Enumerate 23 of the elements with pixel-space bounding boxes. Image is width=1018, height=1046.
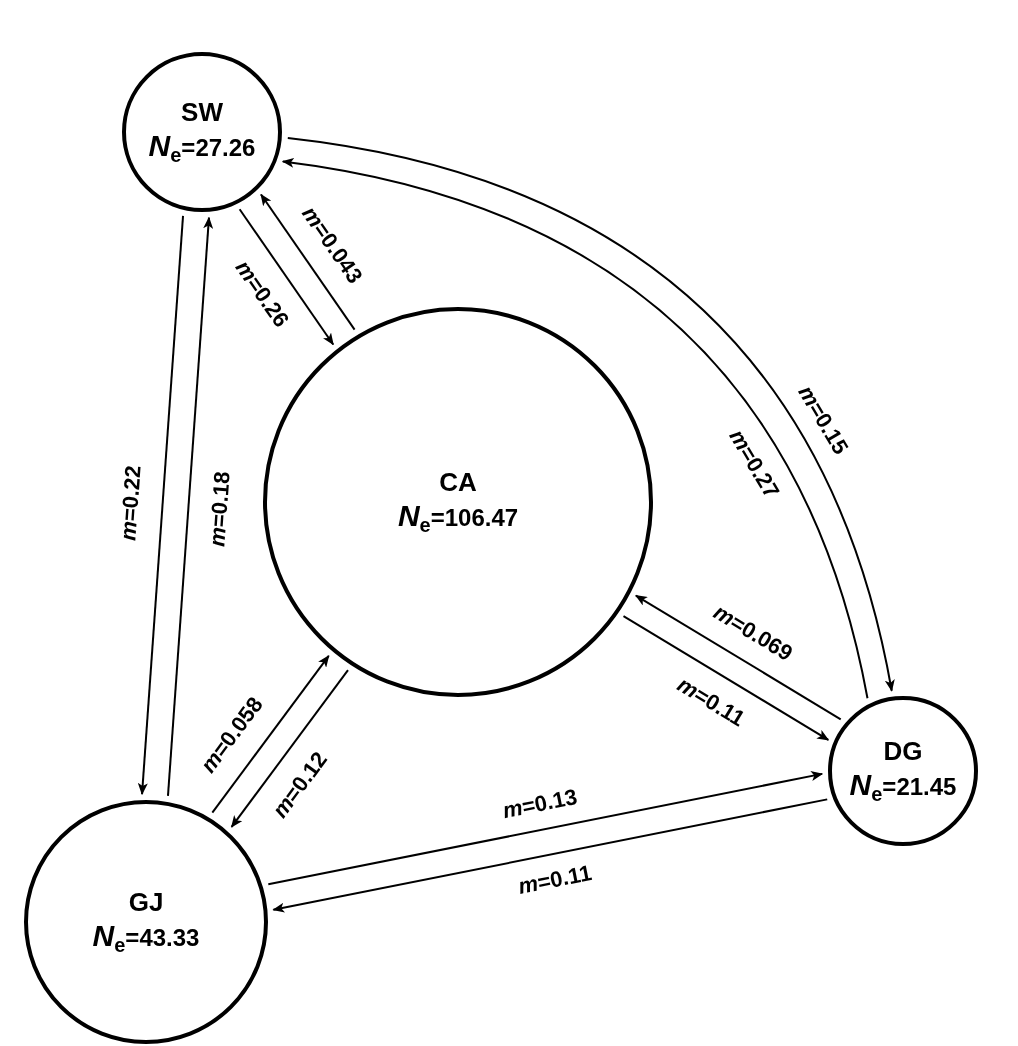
arrow [267,771,824,886]
arrow [622,615,830,741]
arrow [272,798,829,913]
arrow [634,594,842,721]
population-name: SW [181,97,223,129]
population-size: N$_{e}$=106.47 [397,498,519,537]
population-size: N$_{e}$=27.26 [148,128,256,167]
arrow [260,193,356,331]
edge-label: m=0.11 [516,862,594,899]
edge-label: m=0.22 [117,464,145,541]
population-name: GJ [128,887,164,919]
arrow [211,654,330,814]
population-size: N$_{e}$=43.33 [92,918,200,957]
population-name: DG [883,736,923,768]
arrow [238,208,335,346]
population-size: N$_{e}$=21.45 [849,767,957,806]
edge-label: m=0.11 [674,673,749,731]
edge-label: m=0.18 [206,470,234,548]
arrow [230,669,349,828]
arrow [166,216,214,797]
population-name: CA [439,467,477,499]
arrow [137,214,185,796]
edge-label: m=0.13 [501,785,580,822]
